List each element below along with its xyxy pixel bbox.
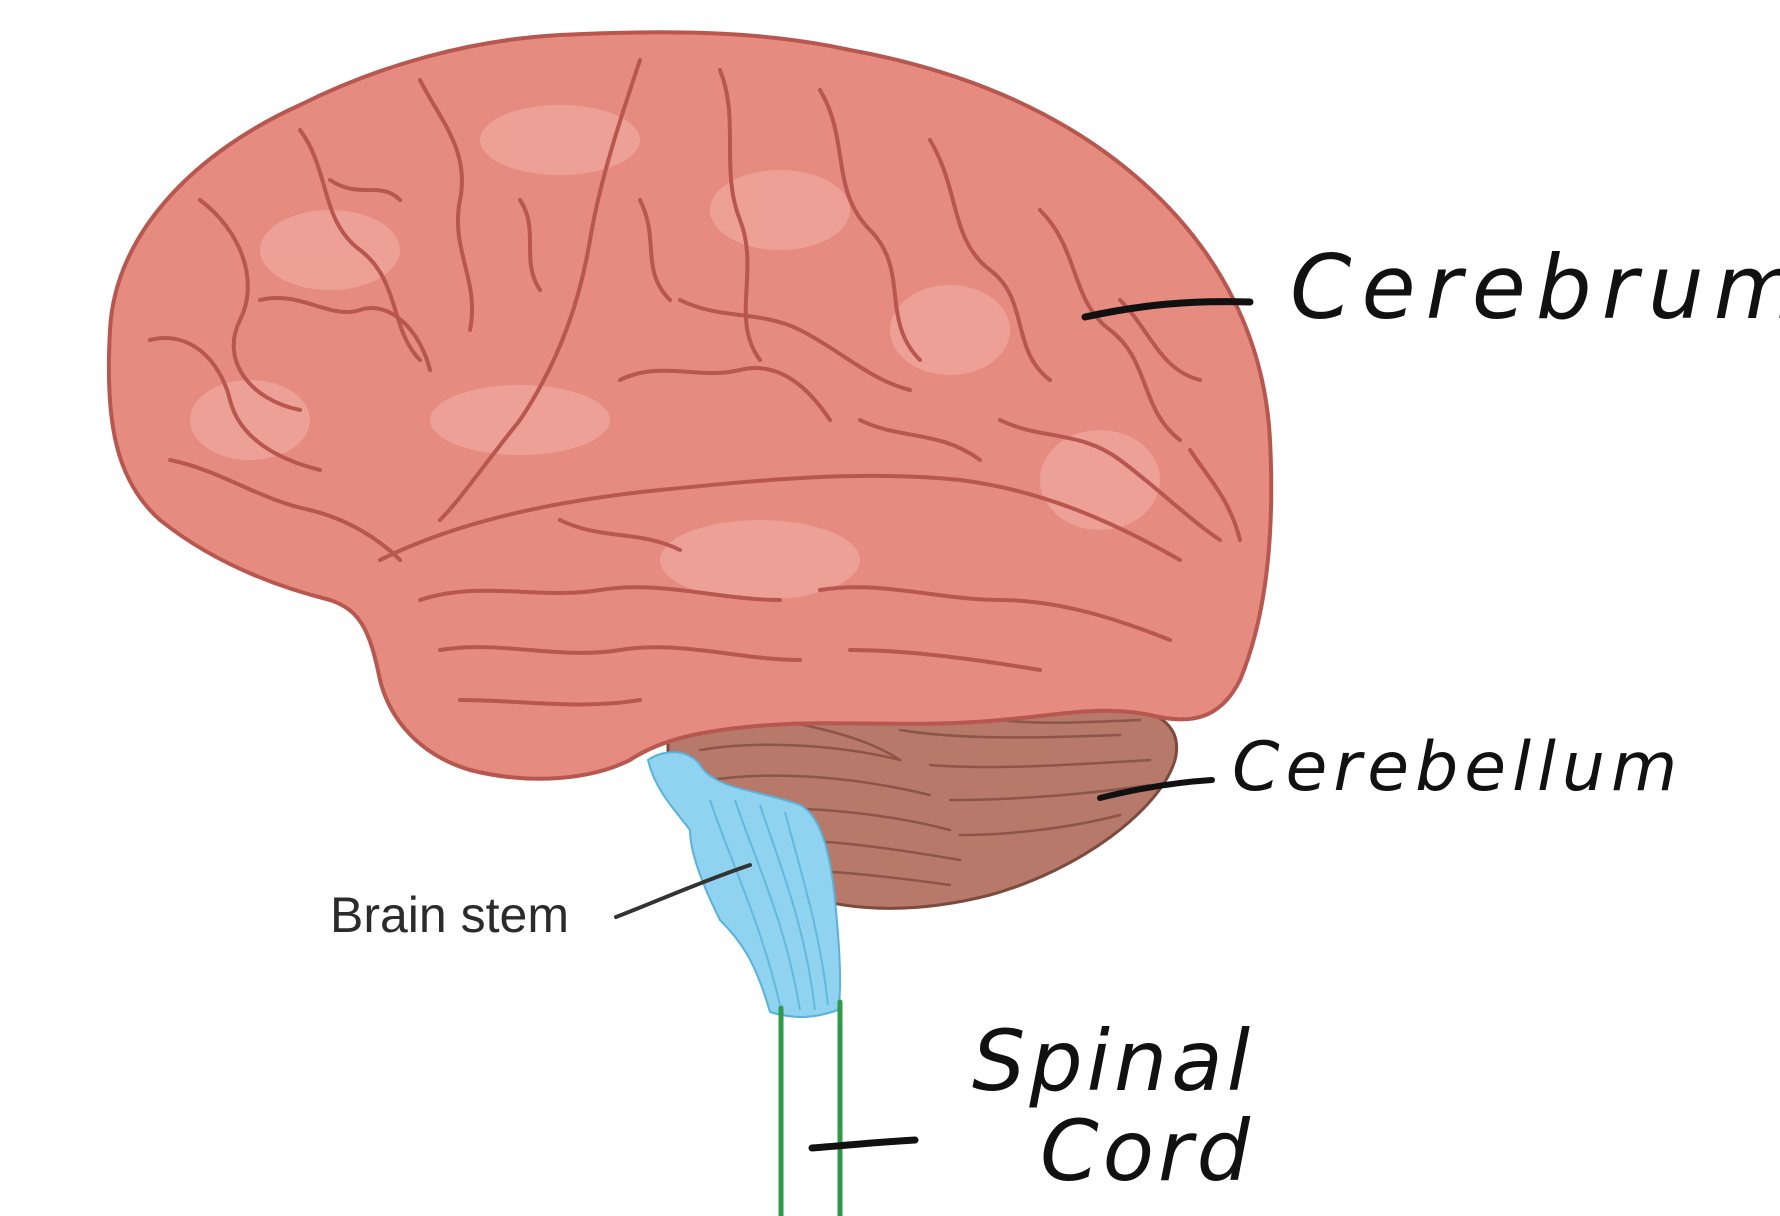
spinal-cord-leader: [808, 1136, 919, 1152]
spinal-cord-label-line2: Cord: [1040, 1102, 1254, 1200]
cerebrum: [106, 30, 1274, 781]
spinal-cord: [778, 999, 843, 1216]
brain-stem-striations: [709, 799, 829, 1011]
leader-lines: [614, 298, 1254, 1152]
cerebellum-folds: [698, 718, 1152, 887]
cerebrum-leader: [1081, 298, 1254, 321]
cerebrum-shape: [106, 30, 1274, 781]
brain-stem-label: Brain stem: [330, 887, 569, 943]
cerebrum-highlights: [190, 105, 1160, 600]
cerebellum-leader: [1097, 777, 1215, 801]
spinal-cord-label-line1: Spinal: [972, 1012, 1254, 1110]
brain-stem-leader: [614, 863, 752, 919]
cerebellum-label: Cerebellum: [1232, 728, 1683, 807]
cerebrum-label: Cerebrum: [1290, 236, 1780, 339]
